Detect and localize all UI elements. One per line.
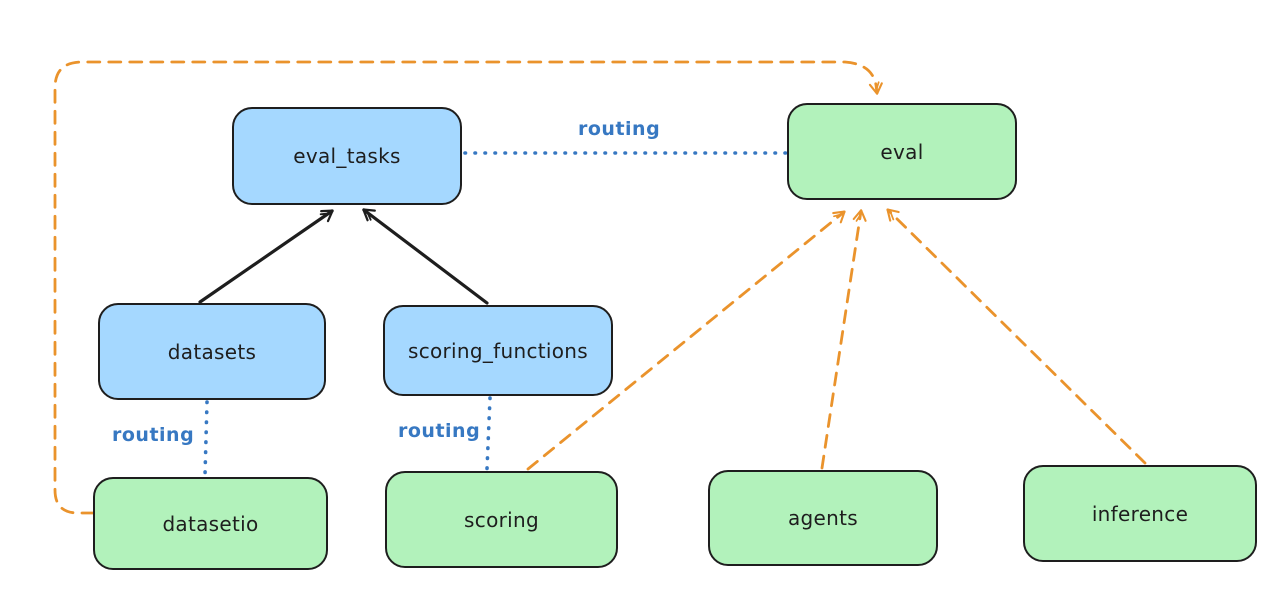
edge-datasetio-to-eval-dashed	[53, 60, 883, 515]
edge-scoring-functions-to-eval-tasks-arrow	[364, 208, 489, 305]
node-datasets-label: datasets	[167, 339, 257, 364]
node-eval: eval	[787, 103, 1017, 200]
edge-label-routing-datasets-datasetio: routing	[112, 424, 195, 446]
edge-datasets-to-eval-tasks-arrow	[198, 209, 332, 304]
edge-label-routing-eval-tasks-eval: routing	[578, 118, 661, 140]
node-agents: agents	[708, 470, 938, 566]
node-datasets: datasets	[98, 303, 326, 400]
node-datasetio: datasetio	[93, 477, 328, 570]
node-scoring-label: scoring	[464, 507, 539, 532]
edge-label-routing-scoring-functions-scoring: routing	[398, 420, 481, 442]
edge-datasets-to-datasetio-routing	[203, 400, 209, 477]
edge-agents-to-eval-dashed	[820, 209, 867, 470]
node-agents-label: agents	[788, 506, 858, 530]
node-eval-label: eval	[880, 139, 924, 164]
edge-scoring-functions-to-scoring-routing	[485, 396, 492, 471]
node-scoring: scoring	[385, 471, 618, 568]
node-inference: inference	[1023, 465, 1257, 562]
node-scoring-functions: scoring_functions	[383, 305, 613, 396]
edge-scoring-to-eval-dashed	[526, 210, 846, 471]
node-eval-tasks: eval_tasks	[232, 107, 462, 205]
edge-inference-to-eval-dashed	[886, 208, 1147, 465]
node-datasetio-label: datasetio	[162, 511, 259, 536]
node-eval-tasks-label: eval_tasks	[293, 144, 401, 168]
node-inference-label: inference	[1091, 501, 1189, 526]
node-scoring-functions-label: scoring_functions	[407, 338, 589, 363]
